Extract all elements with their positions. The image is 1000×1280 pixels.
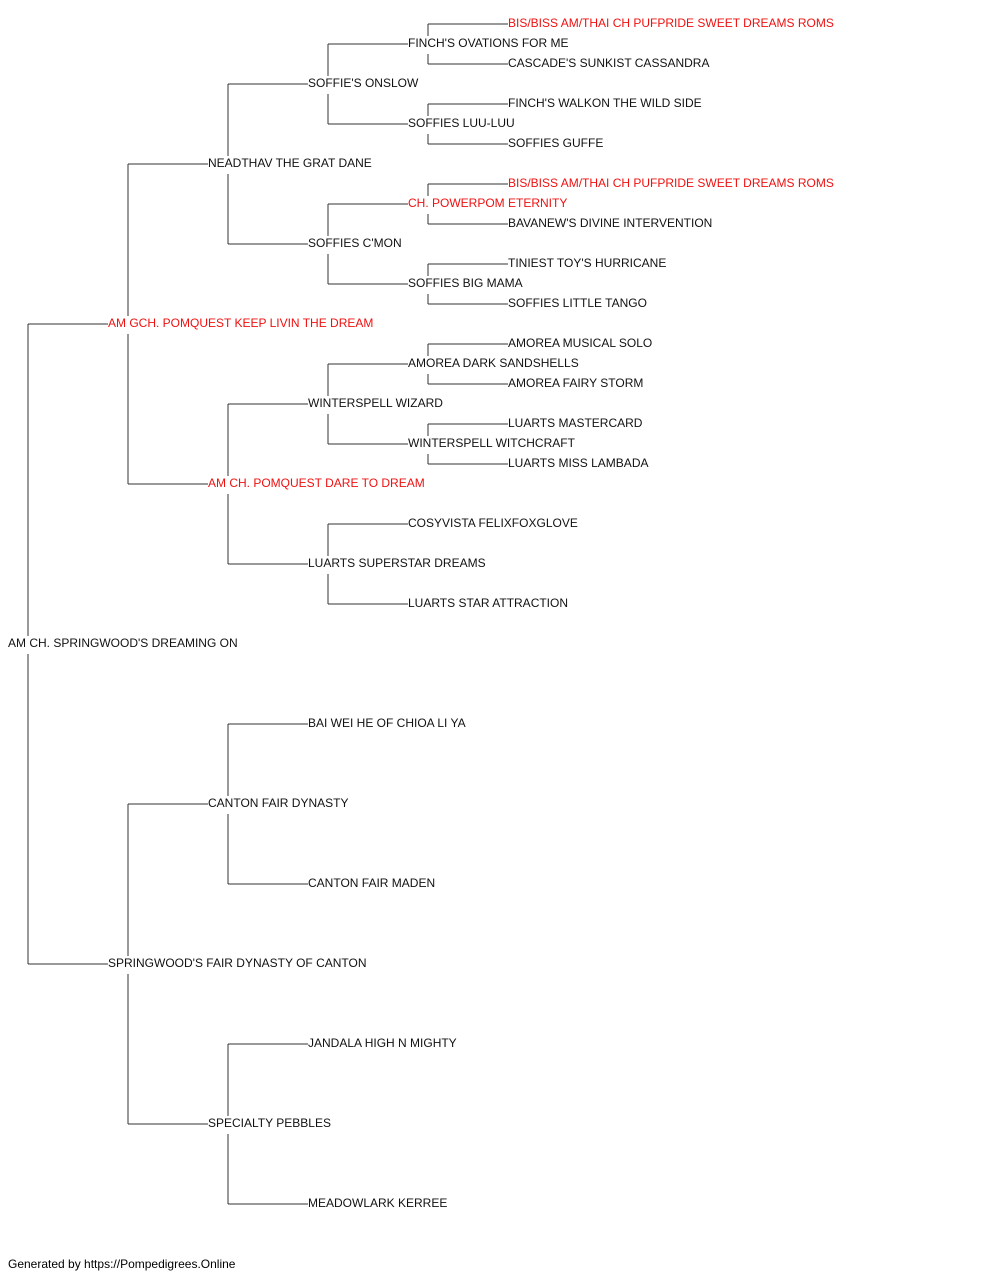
dog-sire-dam-sire-dam: WINTERSPELL WITCHCRAFT [408,436,576,450]
dog-sire-sire: NEADTHAV THE GRAT DANE [208,156,372,170]
dog-sire-dam-sire-dam-sire: LUARTS MASTERCARD [508,416,643,430]
dog-sire-dam-sire-sire-sire: AMOREA MUSICAL SOLO [508,336,652,350]
dog-sire-dam-sire: WINTERSPELL WIZARD [308,396,443,410]
dog-sire-sire-sire-dam: SOFFIES LUU-LUU [408,116,515,130]
dog-sire-dam-sire-sire: AMOREA DARK SANDSHELLS [408,356,579,370]
dog-sire-sire-dam-dam: SOFFIES BIG MAMA [408,276,523,290]
dog-sire-sire-sire-dam-sire: FINCH'S WALKON THE WILD SIDE [508,96,702,110]
dog-sire-dam: AM CH. POMQUEST DARE TO DREAM [208,476,425,490]
dog-sire-sire-dam-sire-sire: BIS/BISS AM/THAI CH PUFPRIDE SWEET DREAM… [508,176,834,190]
dog-sire-dam-dam-dam: LUARTS STAR ATTRACTION [408,596,568,610]
generated-by-footer[interactable]: Generated by https://Pompedigrees.Online [8,1257,236,1271]
dog-sire-dam-dam: LUARTS SUPERSTAR DREAMS [308,556,486,570]
dog-sire: AM GCH. POMQUEST KEEP LIVIN THE DREAM [108,316,373,330]
dog-dam: SPRINGWOOD'S FAIR DYNASTY OF CANTON [108,956,367,970]
dog-sire-dam-sire-dam-dam: LUARTS MISS LAMBADA [508,456,648,470]
dog-sire-sire-dam-sire-dam: BAVANEW'S DIVINE INTERVENTION [508,216,712,230]
dog-dam-dam: SPECIALTY PEBBLES [208,1116,331,1130]
dog-sire-sire-sire: SOFFIE'S ONSLOW [308,76,419,90]
dog-sire-sire-dam-sire: CH. POWERPOM ETERNITY [408,196,567,210]
dog-dam-sire-sire: BAI WEI HE OF CHIOA LI YA [308,716,466,730]
dog-sire-sire-dam-dam-dam: SOFFIES LITTLE TANGO [508,296,647,310]
dog-sire-sire-sire-sire-dam: CASCADE'S SUNKIST CASSANDRA [508,56,709,70]
dog-sire-dam-dam-sire: COSYVISTA FELIXFOXGLOVE [408,516,578,530]
dog-sire-dam-sire-sire-dam: AMOREA FAIRY STORM [508,376,643,390]
dog: AM CH. SPRINGWOOD'S DREAMING ON [8,636,238,650]
dog-sire-sire-sire-dam-dam: SOFFIES GUFFE [508,136,603,150]
dog-sire-sire-dam-dam-sire: TINIEST TOY'S HURRICANE [508,256,666,270]
dog-dam-sire-dam: CANTON FAIR MADEN [308,876,435,890]
dog-sire-sire-dam: SOFFIES C'MON [308,236,402,250]
dog-dam-dam-dam: MEADOWLARK KERREE [308,1196,447,1210]
dog-dam-dam-sire: JANDALA HIGH N MIGHTY [308,1036,457,1050]
dog-dam-sire: CANTON FAIR DYNASTY [208,796,348,810]
dog-sire-sire-sire-sire-sire: BIS/BISS AM/THAI CH PUFPRIDE SWEET DREAM… [508,16,834,30]
dog-sire-sire-sire-sire: FINCH'S OVATIONS FOR ME [408,36,569,50]
pedigree-tree: AM CH. SPRINGWOOD'S DREAMING ON AM GCH. P… [8,16,834,1210]
